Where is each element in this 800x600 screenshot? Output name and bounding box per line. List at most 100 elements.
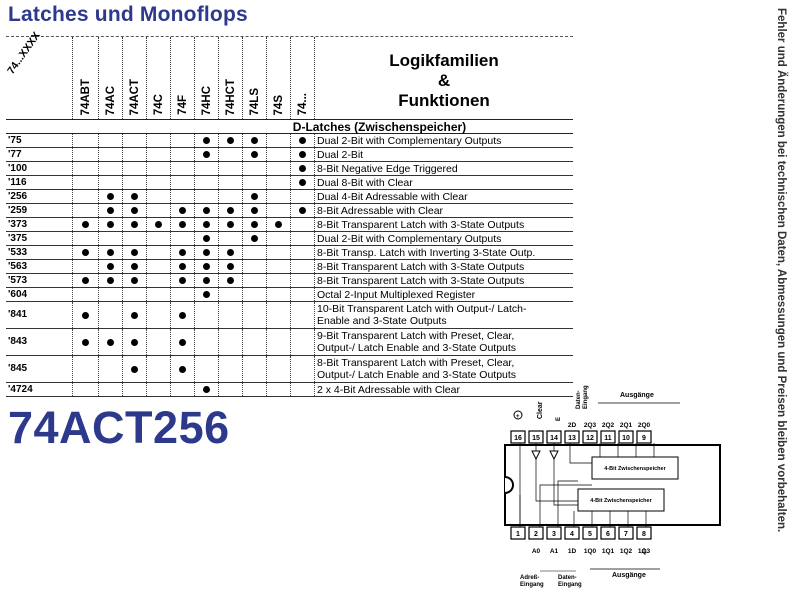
family-cell [99, 260, 123, 273]
family-cell [243, 246, 267, 259]
family-cell [147, 148, 171, 161]
part-cell [6, 302, 73, 328]
availability-dot [227, 221, 234, 228]
availability-dot [179, 221, 186, 228]
family-cell [219, 302, 243, 328]
family-cell [73, 204, 99, 217]
family-cell [243, 383, 267, 396]
family-cell [73, 218, 99, 231]
availability-dot [82, 221, 89, 228]
family-cell [171, 383, 195, 396]
family-cell [171, 218, 195, 231]
part-cell [6, 260, 73, 273]
part-cell [6, 204, 73, 217]
family-cell [243, 260, 267, 273]
family-cell [267, 148, 291, 161]
part-code: '533 [8, 247, 28, 258]
function-text: 8-Bit Negative Edge Triggered [317, 162, 572, 175]
function-text: 8-Bit Adressable with Clear [317, 204, 572, 217]
ic-notch [504, 476, 514, 494]
family-cell [171, 176, 195, 189]
availability-dot [251, 137, 258, 144]
family-cell [73, 232, 99, 245]
function-header: Logikfamilien & Funktionen [315, 37, 573, 119]
family-cell [267, 260, 291, 273]
part-code: '259 [8, 205, 28, 216]
family-cell [73, 190, 99, 203]
top-pin-label: 2Q0 [638, 422, 651, 429]
part-code: '573 [8, 275, 28, 286]
availability-dot [203, 249, 210, 256]
family-cell [123, 274, 147, 287]
availability-dot [82, 249, 89, 256]
family-cell [195, 176, 219, 189]
part-code: '4724 [8, 384, 33, 395]
part-code: '604 [8, 289, 28, 300]
part-cell [6, 190, 73, 203]
availability-dot [82, 311, 89, 319]
family-label: 74F [176, 95, 189, 115]
part-cell [6, 288, 73, 301]
family-cell [243, 274, 267, 287]
part-code: '843 [8, 336, 28, 347]
availability-dot [82, 277, 89, 284]
family-cell [291, 162, 315, 175]
family-cell [267, 329, 291, 355]
family-cell [147, 302, 171, 328]
family-header-6: 74HCT [219, 37, 243, 119]
family-cell [219, 246, 243, 259]
top-pin [600, 430, 616, 444]
function-text: 8-Bit Transp. Latch with Inverting 3-Sta… [317, 246, 572, 259]
availability-dot [203, 207, 210, 214]
family-header-8: 74S [267, 37, 291, 119]
side-note: Fehler und Änderungen bei technischen Da… [775, 8, 787, 533]
latch-block-upper-label: 4-Bit Zwischenspeicher [604, 466, 666, 472]
function-line: Dual 2-Bit [317, 149, 364, 161]
top-pin [564, 430, 580, 444]
family-cell [195, 190, 219, 203]
family-cell [171, 148, 195, 161]
family-cell [267, 190, 291, 203]
availability-dot [299, 137, 306, 144]
availability-dot [251, 221, 258, 228]
family-cell [171, 288, 195, 301]
function-text: Dual 2-Bit [317, 148, 572, 161]
availability-dot [251, 235, 258, 242]
family-cell [171, 190, 195, 203]
family-cell [147, 329, 171, 355]
availability-dot [179, 207, 186, 214]
family-label: 74HCT [224, 78, 237, 115]
family-cell [195, 246, 219, 259]
availability-dot [131, 249, 138, 256]
family-cell [123, 148, 147, 161]
part-cell [6, 176, 73, 189]
family-cell [195, 329, 219, 355]
family-cell [123, 176, 147, 189]
family-cell [99, 383, 123, 396]
availability-dot [179, 277, 186, 284]
part-code: '375 [8, 233, 28, 244]
family-cell [291, 288, 315, 301]
family-cell [99, 148, 123, 161]
family-cell [147, 204, 171, 217]
availability-dot [251, 151, 258, 158]
availability-dot [107, 249, 114, 256]
family-cell [267, 204, 291, 217]
availability-dot [299, 165, 306, 172]
family-header-5: 74HC [195, 37, 219, 119]
function-line: Dual 2-Bit with Complementary Outputs [317, 233, 502, 245]
family-cell [267, 288, 291, 301]
function-text: Dual 8-Bit with Clear [317, 176, 572, 189]
function-text: 9-Bit Transparent Latch with Preset, Cle… [317, 329, 572, 354]
family-cell [243, 232, 267, 245]
family-cell [195, 260, 219, 273]
family-cell [171, 246, 195, 259]
availability-dot [82, 338, 89, 346]
family-cell [123, 260, 147, 273]
family-cell [195, 148, 219, 161]
